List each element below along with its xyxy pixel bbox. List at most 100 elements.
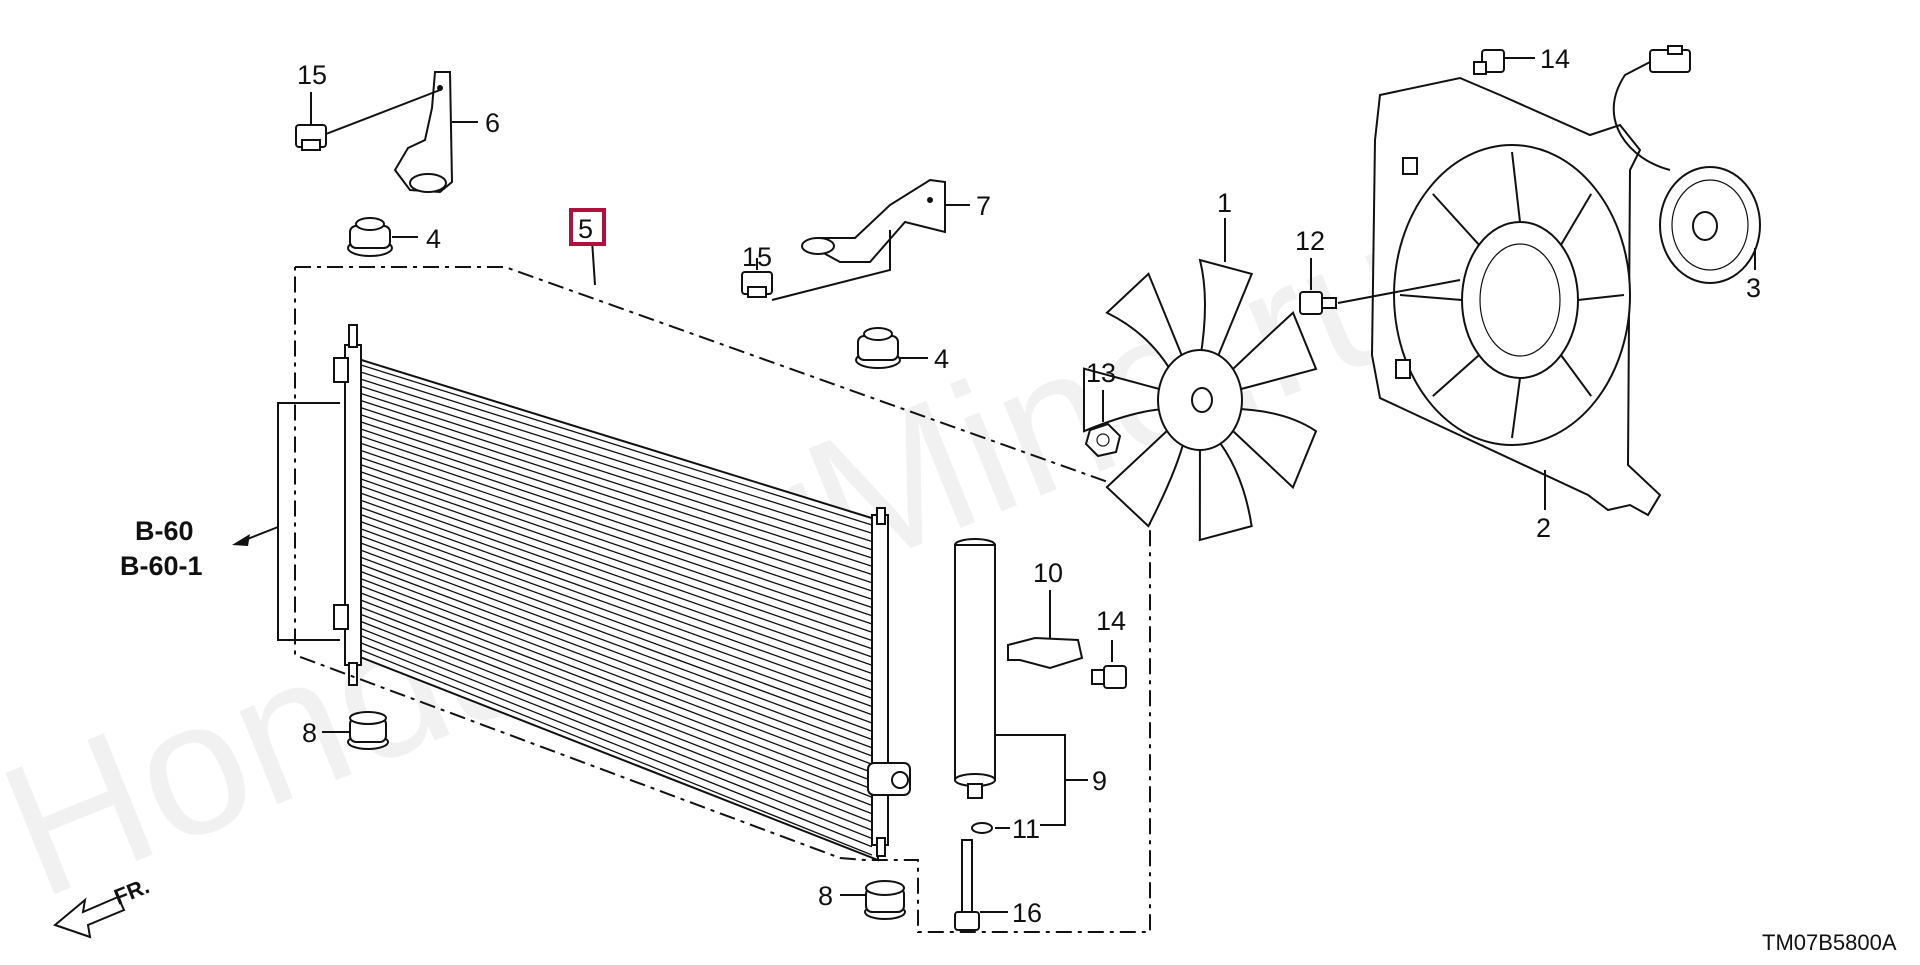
shroud-tab-top bbox=[1402, 157, 1418, 175]
callout-7[interactable]: 7 bbox=[976, 191, 991, 221]
callout-10[interactable]: 10 bbox=[1033, 558, 1063, 588]
bolt-middle[interactable] bbox=[741, 271, 773, 298]
condenser-fin-line bbox=[360, 371, 873, 534]
condenser-fin-line bbox=[360, 542, 873, 732]
condenser-fin-line bbox=[360, 642, 873, 848]
motor-shaft bbox=[1692, 211, 1718, 241]
callout-4a[interactable]: 4 bbox=[426, 224, 441, 254]
shroud-spoke bbox=[1432, 354, 1480, 397]
drier-oring[interactable] bbox=[971, 822, 993, 834]
callout-12[interactable]: 12 bbox=[1295, 226, 1325, 256]
bolt-12-shaft bbox=[1321, 297, 1337, 309]
callout-4b[interactable]: 4 bbox=[934, 344, 949, 374]
shroud-spokes bbox=[1399, 151, 1625, 439]
cushion-left[interactable] bbox=[347, 711, 389, 750]
condenser-fin-line bbox=[360, 457, 873, 633]
cooling-fan[interactable] bbox=[1082, 258, 1318, 542]
shroud-spoke bbox=[1432, 193, 1480, 246]
condenser-fin-line bbox=[360, 606, 873, 807]
motor-wire bbox=[1612, 61, 1671, 171]
front-arrow-icon bbox=[52, 895, 126, 939]
reference-b60-1[interactable]: B-60-1 bbox=[120, 551, 203, 581]
condenser-fin-line bbox=[360, 471, 873, 650]
condenser-fin-line bbox=[360, 378, 873, 543]
receiver-drier[interactable] bbox=[954, 538, 996, 799]
fan-blade bbox=[1225, 311, 1318, 393]
callout-1[interactable]: 1 bbox=[1217, 188, 1232, 218]
condenser-fin-line bbox=[360, 421, 873, 592]
leader-15b-7 bbox=[771, 230, 891, 301]
leader-5 bbox=[591, 239, 596, 286]
condenser-upper-bracket bbox=[333, 357, 349, 383]
callout-15b[interactable]: 15 bbox=[742, 242, 772, 272]
callout-8a[interactable]: 8 bbox=[302, 718, 317, 748]
condenser-fin-line bbox=[360, 571, 873, 765]
cushion-8b-top bbox=[865, 880, 905, 896]
condenser-fin-line bbox=[360, 528, 873, 716]
bracket-lower[interactable] bbox=[801, 178, 946, 263]
shroud-spoke bbox=[1511, 151, 1521, 223]
callout-9[interactable]: 9 bbox=[1092, 766, 1107, 796]
callout-13[interactable]: 13 bbox=[1086, 358, 1116, 388]
leader-12-shroud bbox=[1337, 279, 1461, 304]
condenser-assembly[interactable] bbox=[333, 324, 911, 862]
drier-body bbox=[954, 544, 996, 781]
callout-5[interactable]: 5 bbox=[578, 214, 593, 244]
callout-8b[interactable]: 8 bbox=[818, 881, 833, 911]
bolt-16-shaft bbox=[961, 839, 973, 919]
callout-11[interactable]: 11 bbox=[1012, 814, 1040, 844]
mount-upper[interactable] bbox=[347, 217, 393, 257]
fan-blade bbox=[1198, 434, 1253, 542]
bolt-shroud[interactable] bbox=[1299, 291, 1337, 315]
callout-14b[interactable]: 14 bbox=[1096, 606, 1126, 636]
bolt-upper[interactable] bbox=[295, 124, 327, 151]
callout-2[interactable]: 2 bbox=[1536, 513, 1551, 543]
callout-15a[interactable]: 15 bbox=[297, 60, 327, 90]
bracket-6-eye bbox=[409, 173, 447, 193]
condenser-fin-line bbox=[360, 400, 873, 567]
nut-13-thread bbox=[1096, 433, 1110, 447]
bolt-15a-flange bbox=[301, 139, 321, 151]
drier-bolt[interactable] bbox=[954, 839, 980, 931]
bracket-10-body bbox=[1007, 636, 1084, 670]
motor-connector-latch bbox=[1667, 45, 1683, 55]
fan-motor[interactable] bbox=[1612, 45, 1761, 284]
bracket-6-hole bbox=[437, 85, 443, 91]
bolt-shroud-top[interactable] bbox=[1473, 49, 1505, 75]
mount-4a-top bbox=[355, 217, 385, 231]
bolt-drier-bracket[interactable] bbox=[1091, 665, 1127, 689]
drier-stem bbox=[967, 783, 983, 799]
bracket-upper[interactable] bbox=[393, 71, 454, 194]
callout-3[interactable]: 3 bbox=[1746, 273, 1761, 303]
condenser-fin-line bbox=[360, 506, 873, 691]
bracket-7-hole bbox=[927, 197, 933, 203]
callout-16[interactable]: 16 bbox=[1012, 898, 1042, 928]
condenser-fin-line bbox=[360, 592, 873, 790]
condenser-fin-line bbox=[360, 620, 873, 823]
callout-14a[interactable]: 14 bbox=[1540, 44, 1570, 74]
motor-face bbox=[1671, 179, 1749, 271]
callout-6[interactable]: 6 bbox=[485, 108, 500, 138]
mount-lower[interactable] bbox=[855, 327, 901, 369]
mount-4b-top bbox=[863, 327, 893, 341]
bracket-6-body bbox=[393, 71, 454, 194]
fan-blade bbox=[1105, 272, 1187, 377]
cushion-right[interactable] bbox=[864, 880, 906, 920]
fan-nut[interactable] bbox=[1084, 422, 1122, 458]
fan-shroud[interactable] bbox=[1370, 76, 1662, 517]
condenser-fin-line bbox=[360, 535, 873, 724]
oring-11 bbox=[971, 822, 993, 834]
reference-arrow-head bbox=[232, 534, 250, 546]
condenser-fin-line bbox=[360, 514, 873, 699]
condenser-fin-line bbox=[360, 585, 873, 782]
bolt-16-head bbox=[954, 911, 980, 931]
leader-15a-6 bbox=[325, 89, 441, 135]
condenser-fin-line bbox=[360, 392, 873, 559]
drier-bracket[interactable] bbox=[1007, 636, 1084, 670]
callout-5-highlight bbox=[569, 208, 606, 246]
condenser-fin-line bbox=[360, 649, 873, 856]
reference-b60[interactable]: B-60 bbox=[135, 516, 194, 546]
shroud-spoke bbox=[1511, 377, 1521, 439]
leader-9-group bbox=[995, 734, 1066, 826]
